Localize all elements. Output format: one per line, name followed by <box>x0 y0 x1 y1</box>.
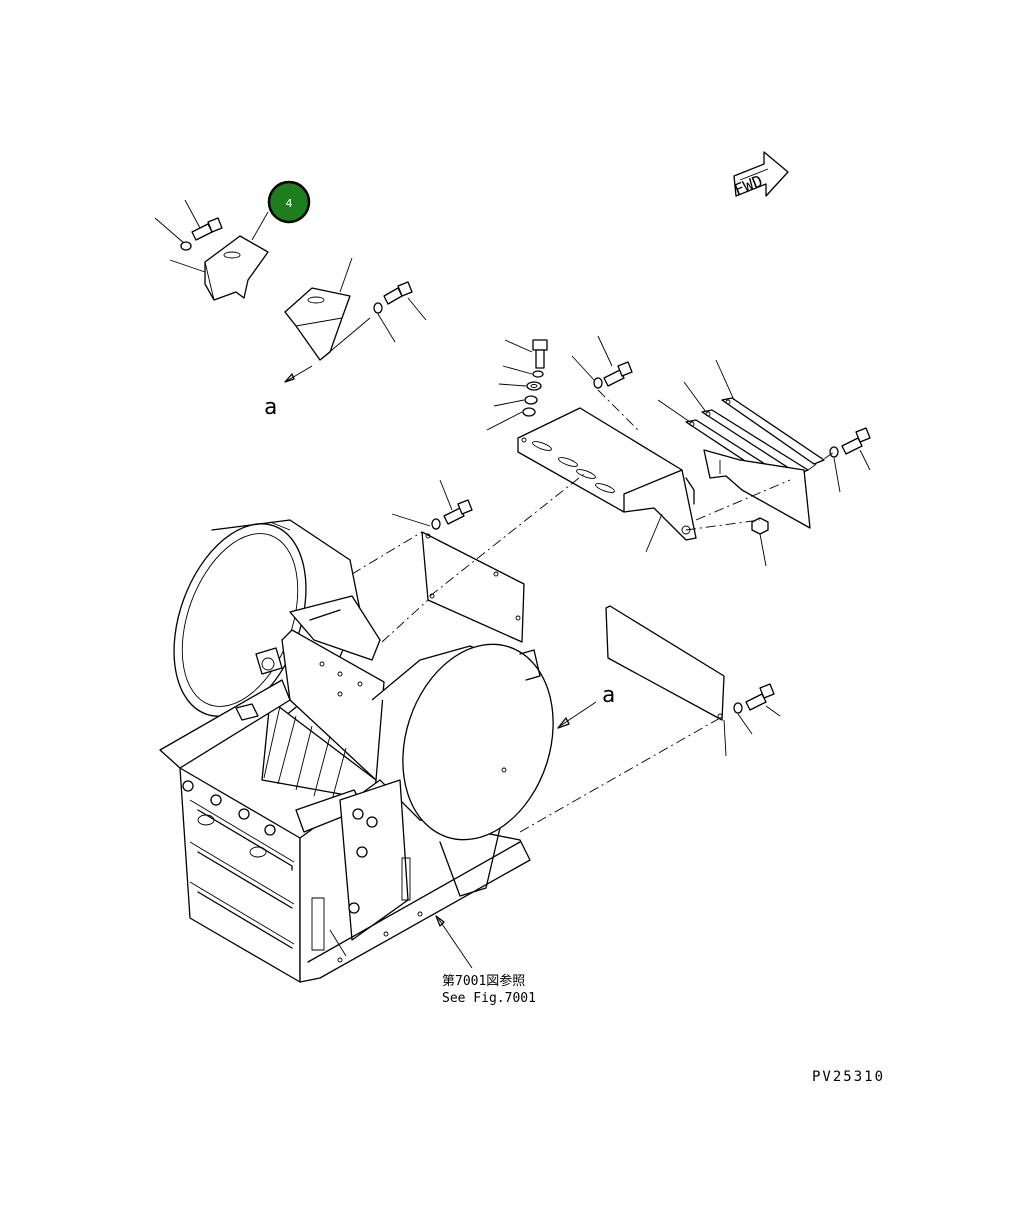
cover-bracket-1 <box>204 235 269 301</box>
figure-code: PV25310 <box>812 1069 885 1085</box>
access-cover-plate <box>421 531 525 643</box>
view-mark-upper: a <box>264 395 277 420</box>
pulley-drum <box>371 643 554 897</box>
bolt-part <box>191 217 223 241</box>
fwd-arrow-icon <box>733 151 789 197</box>
upper-right-cover-group <box>486 335 871 567</box>
access-cover-group <box>351 473 585 643</box>
callout-badge[interactable]: 4 <box>267 180 311 224</box>
guard-plate <box>605 605 725 721</box>
side-plate <box>703 449 811 529</box>
view-mark-lower: a <box>602 683 615 708</box>
reference-leader <box>435 915 473 969</box>
reference-text-jp: 第7001図参照 <box>442 973 525 989</box>
upper-left-bracket-group <box>154 199 427 383</box>
bolt-part <box>383 281 413 305</box>
callout-number[interactable]: 4 <box>286 197 293 210</box>
upper-cover-plate <box>517 407 697 541</box>
cover-bracket-2 <box>284 287 351 361</box>
washer-part <box>180 241 192 251</box>
swing-jaw <box>261 629 385 801</box>
reference-text-en: See Fig.7001 <box>442 991 536 1006</box>
washer-part <box>373 302 383 314</box>
callout-circle[interactable] <box>267 180 311 224</box>
strip-plate-1 <box>721 397 825 465</box>
lower-guard-group <box>519 605 781 833</box>
crusher-body <box>159 519 554 983</box>
